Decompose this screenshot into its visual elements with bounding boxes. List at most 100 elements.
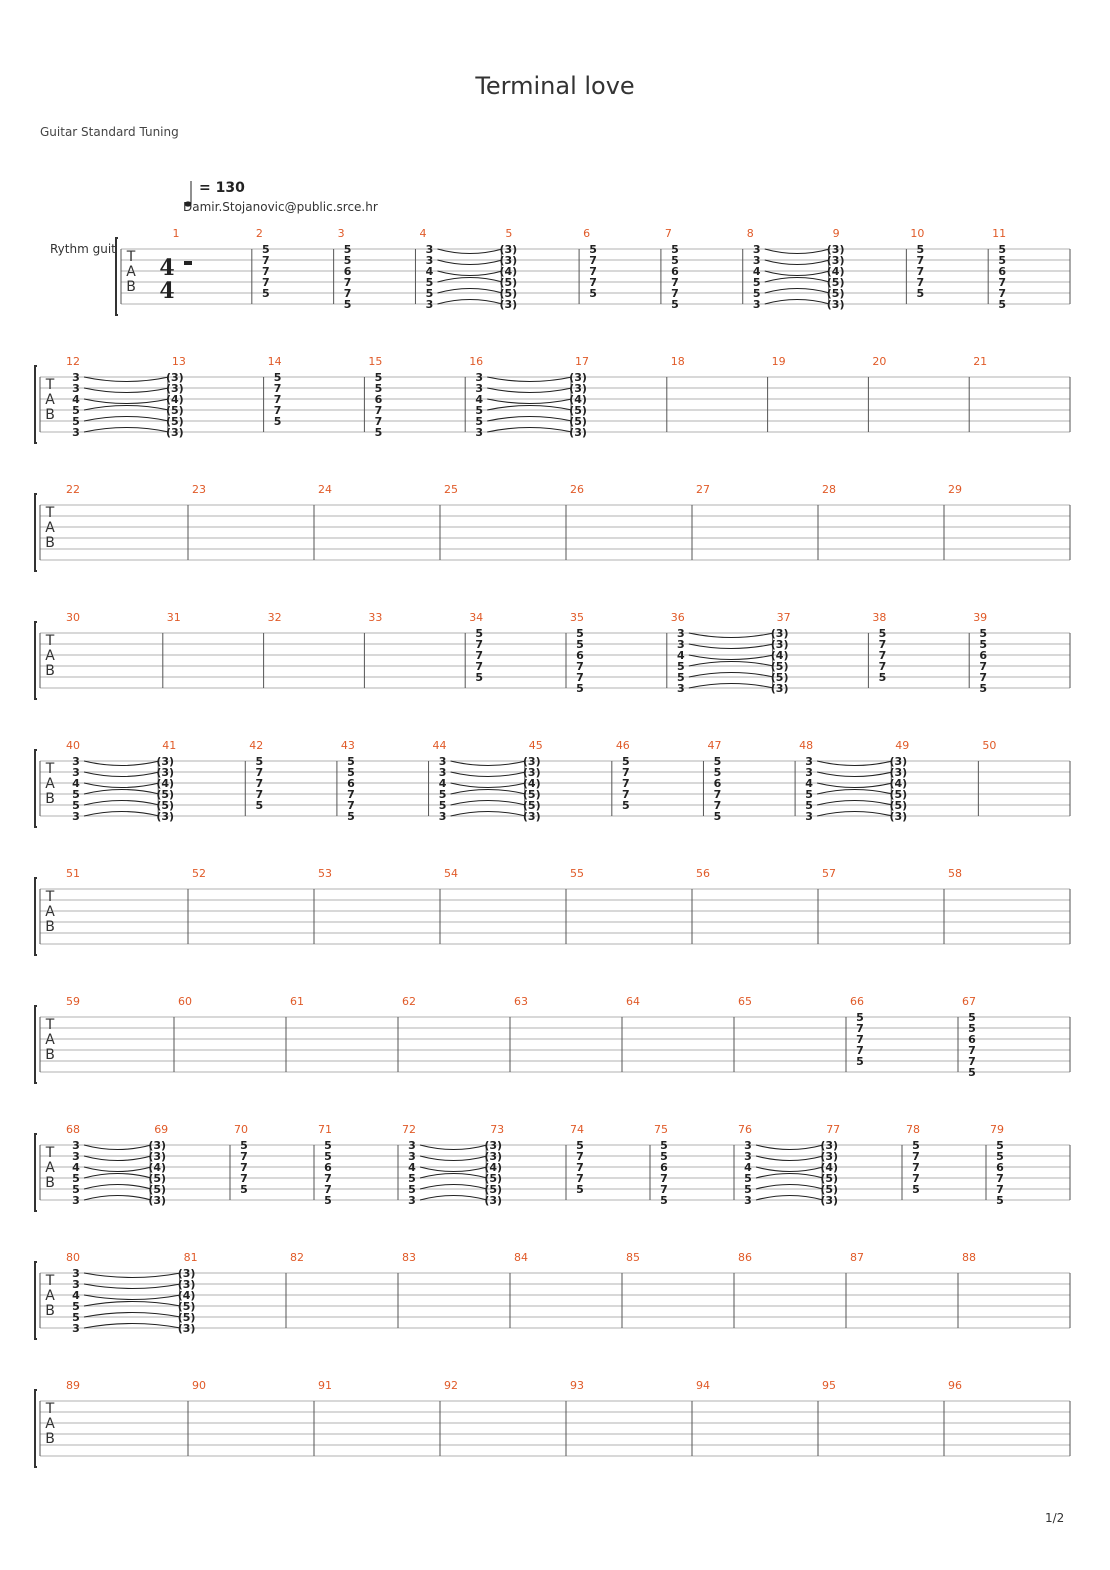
measure: 93	[565, 1379, 584, 1456]
fret-number: 7	[917, 276, 925, 289]
fret-number: 7	[262, 254, 270, 267]
fret-number: 3	[426, 254, 434, 267]
measure: 60	[173, 995, 192, 1072]
tie-curve	[487, 415, 573, 422]
fret-number: (5)	[148, 1172, 166, 1185]
fret-number: 6	[998, 265, 1006, 278]
measure: 92	[439, 1379, 458, 1456]
measure: 37(3)(3)(4)(5)(5)(3)	[771, 611, 791, 695]
measure-number: 11	[992, 227, 1006, 240]
fret-number: (3)	[178, 1322, 196, 1335]
measure-number: 48	[799, 739, 813, 752]
measure-number: 16	[469, 355, 483, 368]
fret-number: (5)	[827, 287, 845, 300]
measure: 21	[968, 355, 987, 432]
fret-number: (4)	[178, 1289, 196, 1302]
fret-number: 5	[255, 799, 263, 812]
measure: 94	[691, 1379, 710, 1456]
fret-number: (3)	[148, 1139, 166, 1152]
fret-number: 3	[475, 382, 483, 395]
fret-number: (3)	[148, 1150, 166, 1163]
fret-number: 7	[375, 415, 383, 428]
fret-number: 5	[714, 810, 722, 823]
fret-number: 4	[426, 265, 434, 278]
fret-number: 5	[255, 755, 263, 768]
fret-number: (5)	[484, 1183, 502, 1196]
fret-number: 5	[439, 799, 447, 812]
time-signature-bottom: 4	[159, 278, 174, 304]
fret-number: (5)	[148, 1183, 166, 1196]
measure: 90	[187, 1379, 206, 1456]
tie-curve	[450, 782, 526, 788]
tie-curve	[688, 682, 774, 689]
fret-number: 5	[917, 243, 925, 256]
measure: 28	[817, 483, 836, 560]
tie-curve	[450, 771, 526, 777]
fret-number: 5	[979, 638, 987, 651]
fret-number: 3	[72, 1322, 80, 1335]
fret-number: 7	[912, 1172, 920, 1185]
fret-number: 5	[912, 1139, 920, 1152]
measure: 55	[565, 867, 584, 944]
fret-number: (3)	[771, 682, 789, 695]
fret-number: 4	[475, 393, 483, 406]
fret-number: 3	[408, 1150, 416, 1163]
fret-number: 7	[912, 1150, 920, 1163]
fret-number: (5)	[523, 788, 541, 801]
fret-number: 7	[968, 1044, 976, 1057]
measure-number: 49	[895, 739, 909, 752]
measure-number: 94	[696, 1379, 710, 1392]
fret-number: 3	[805, 810, 813, 823]
fret-number: (3)	[523, 755, 541, 768]
tie-curve	[688, 671, 774, 678]
fret-number: (4)	[771, 649, 789, 662]
fret-number: 5	[439, 788, 447, 801]
tab-clef-letter: T	[45, 1017, 55, 1033]
fret-number: 5	[475, 671, 483, 684]
fret-number: 7	[879, 649, 887, 662]
fret-number: 7	[714, 799, 722, 812]
fret-number: (3)	[889, 766, 907, 779]
fret-number: 5	[72, 799, 80, 812]
measure-number: 21	[973, 355, 987, 368]
tie-curve	[816, 771, 893, 777]
fret-number: 5	[856, 1011, 864, 1024]
fret-number: 7	[622, 777, 630, 790]
measure-number: 77	[826, 1123, 840, 1136]
tie-curve	[764, 288, 830, 294]
fret-number: 3	[475, 426, 483, 439]
fret-number: 5	[274, 371, 282, 384]
fret-number: 4	[753, 265, 761, 278]
tab-clef-letter: A	[45, 1416, 55, 1432]
tab-clef-letter: B	[126, 279, 136, 295]
measure: 58	[943, 867, 962, 944]
tab-system: TAB1233455313(3)(3)(4)(5)(5)(3)145777515…	[34, 355, 1071, 444]
tie-curve	[487, 404, 573, 411]
system-bracket	[34, 877, 37, 956]
fret-number: (3)	[178, 1278, 196, 1291]
measure: 31	[162, 611, 181, 688]
measure: 65	[733, 995, 752, 1072]
fret-number: (5)	[771, 660, 789, 673]
fret-number: 7	[576, 1161, 584, 1174]
fret-number: 3	[72, 1139, 80, 1152]
fret-number: (4)	[820, 1161, 838, 1174]
measure-number: 3	[338, 227, 345, 240]
fret-number: 7	[347, 788, 355, 801]
system-bracket	[34, 365, 37, 444]
fret-number: 7	[671, 276, 679, 289]
fret-number: 6	[660, 1161, 668, 1174]
fret-number: 5	[72, 1172, 80, 1185]
fret-number: 7	[622, 788, 630, 801]
measure-number: 89	[66, 1379, 80, 1392]
fret-number: 5	[347, 810, 355, 823]
measure: 50	[977, 739, 996, 816]
fret-number: 7	[240, 1161, 248, 1174]
